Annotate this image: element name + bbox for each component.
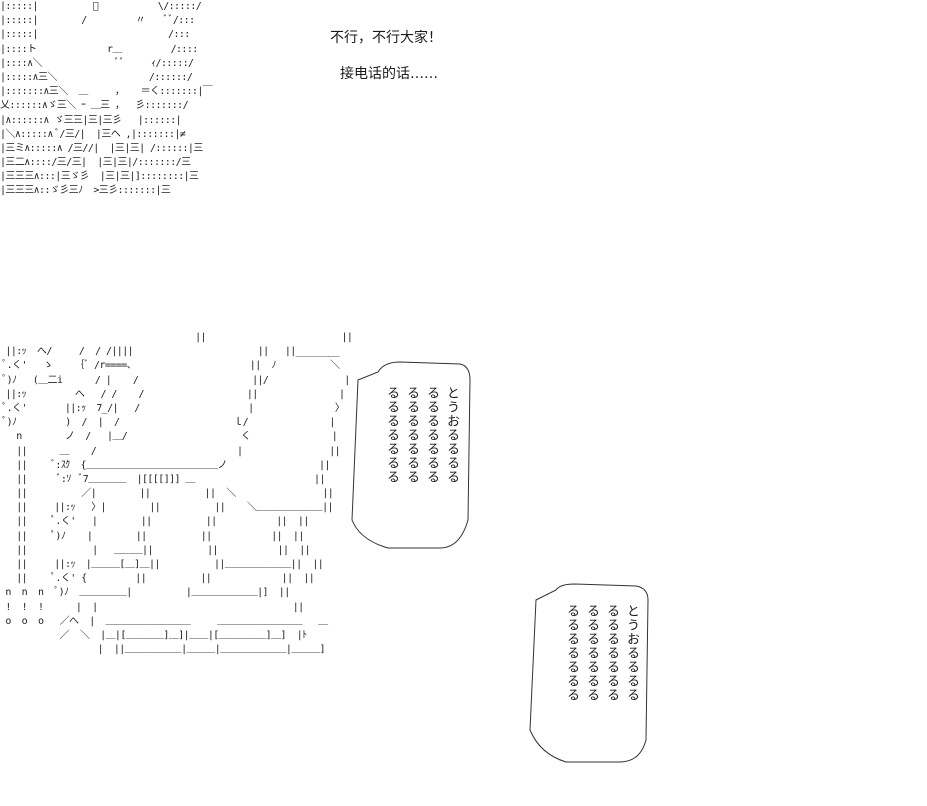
bottom-art-line: n ノ / |＿/ く | [0,431,338,443]
top-art-line: |:::::∧三＼ /::::::/ [0,71,193,83]
bubble-upper-col-4: るるるるるるる [384,386,399,484]
bubble-upper-col-3: るるるるるるる [404,386,419,484]
dialogue-line-2: 接电话的话…… [340,66,438,82]
bottom-art-line: || ﾞ:ｽｸ {＿＿＿＿＿＿＿＿＿＿＿＿＿＿ノ || [0,459,330,471]
bubble-lower-col-3: るるるるるるる [584,604,599,702]
top-art-line: |＼∧:::::∧ ﾞ/三/| |三ヘ ,|:::::::|≠ [0,128,186,140]
bottom-art-line: ﾟ.く' ゝ ｛ﾞ /r====、 || ﾉ ＼ [0,360,340,372]
bottom-art-line: || ﾟ.く' { || || || || [0,573,315,585]
bubble-upper-col-1: とうおるるるる [444,386,459,484]
bottom-art-line: | ||＿＿＿＿＿＿|＿＿＿|＿＿＿＿＿＿＿|＿＿＿] [0,644,326,656]
speech-bubble-lower: とうおるるるる るるるるるるる るるるるるるる るるるるるるる [563,604,639,702]
top-art-line: |:::::| /::: [0,29,190,41]
bottom-art-line: || | ＿＿＿|| || || || [0,544,311,556]
bottom-art-line: || ﾞ:ｿ ﾞ7＿＿＿＿ |[[[[]]] ＿ || [0,473,325,485]
bottom-art-line: || ||:ｯ 〉| || || ＼＿＿＿＿＿＿＿|| [0,502,333,514]
bottom-art-line: || ﾟ)ﾉ | || || || || [0,530,304,542]
bottom-art-line: n n n ﾟ)ﾉ ＿＿＿＿＿| |＿＿＿＿＿＿＿|] || [0,587,290,599]
bottom-art-line: ﾟ)ﾉ ) / | / ｌ/ | [0,417,335,429]
top-art-line: |三二∧::::/三/三| |三|三|/:::::::/三 [0,157,191,169]
bottom-art-line: || ＿ / | || [0,445,341,457]
bottom-art-line: ||:ｯ へ/ / / /|||| || ||________ [0,346,340,358]
bubble-lower-col-2: るるるるるるる [604,604,619,702]
top-art-line: |三三三∧:::|三ゞ彡 |三|三|]::::::::|三 [0,171,199,183]
bubble-upper-col-2: るるるるるるる [424,386,439,484]
top-art-line: |:::::::∧三＼ ＿ ， ＝く:::::::|￣ [0,86,213,98]
top-art-line: 乂::::::∧ゞ三＼ ｰ ＿三 ， 彡:::::::/ [0,100,189,112]
top-art-line: |:::::| / 〃 ﾞﾞ/::: [0,15,195,27]
top-art-line: |三ミ∧:::::∧ /三//| |三|三| /::::::|三 [0,142,203,154]
bottom-art-line: ﾟ)ﾉ (＿二i / | / ||/ | [0,374,350,386]
bottom-art-line: ||:ｯ へ / / / || | [0,388,345,400]
top-art-line: |::::∧＼ ﾞﾞ ｨ/:::::/ [0,57,194,69]
bottom-ascii-art: || || ||:ｯ へ/ / / /|||| || ||________ ﾟ.… [0,331,353,657]
bottom-art-line: || ||:ｯ |＿＿＿[＿]＿|| ||＿＿＿＿＿＿＿|| || [0,559,324,570]
dialogue-line-1: 不行，不行大家！ [330,30,442,46]
bottom-art-line: || ／| || || ＼ || [0,488,334,500]
bottom-art-line: || ﾟ.く' | || || || || [0,516,309,528]
top-ascii-art: |:::::| ﾞ \/:::::/|:::::| / 〃 ﾞﾞ/:::|:::… [0,0,213,199]
speech-bubble-upper: とうおるるるる るるるるるるる るるるるるるる るるるるるるる [383,386,459,484]
bottom-art-line: ! ! ! | | || [0,601,304,613]
bubble-lower-col-1: とうおるるるる [624,604,639,702]
bottom-art-line: || || [0,332,353,343]
top-art-line: |::::ト r＿ /:::: [0,43,198,55]
top-art-line: |∧::::::∧ ゞ三三|三|三彡 |::::::| [0,114,182,126]
top-art-line: |:::::| ﾞ \/:::::/ [0,1,202,12]
bottom-art-line: ﾟ.く' ||:ｯ 7_/| / | 〉 [0,402,345,414]
bubble-lower-col-4: るるるるるるる [564,604,579,702]
bottom-art-line: o o o ／へ | ＿＿＿＿＿＿＿＿＿ ＿＿＿＿＿＿＿＿＿ ＿ [0,615,328,627]
bottom-art-line: ／ ＼ |＿|[＿＿＿＿]＿]|＿＿|[＿＿＿＿＿]＿] |ﾄ [0,629,308,641]
top-art-line: |三三三∧::ゞ彡三ﾉ >三彡:::::::|三 [0,185,171,197]
